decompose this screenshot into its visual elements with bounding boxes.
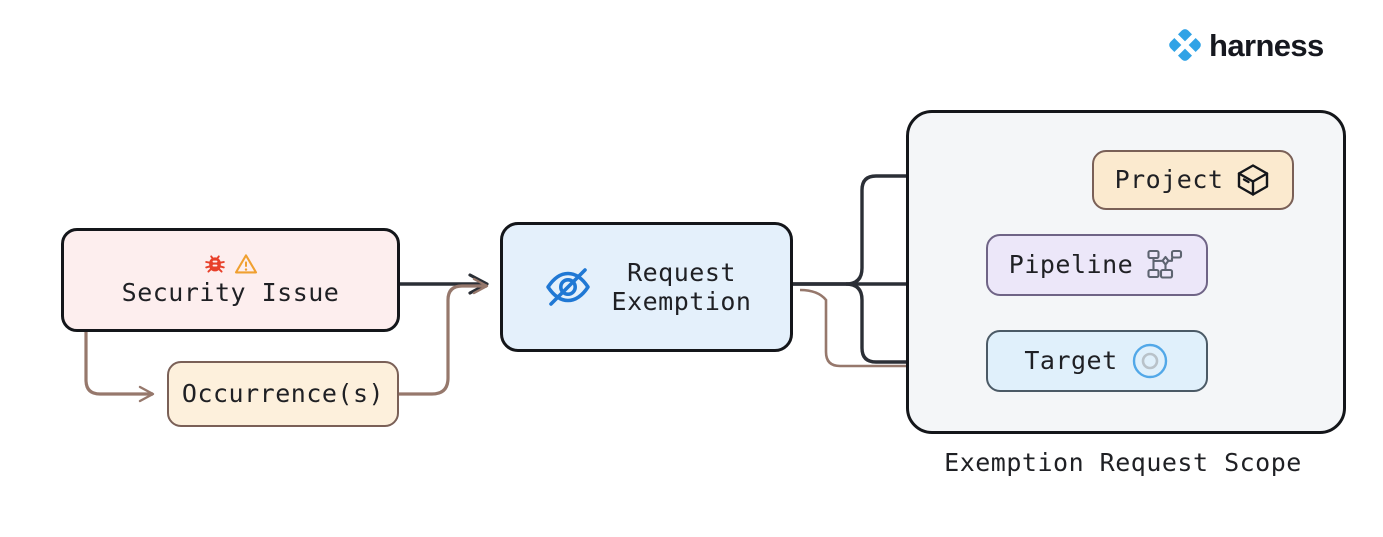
node-occurrences-label: Occurrence(s) <box>181 379 385 409</box>
edge-security-to-occurrences <box>84 332 155 403</box>
node-pipeline-label: Pipeline <box>1008 250 1134 280</box>
node-target-label: Target <box>1024 346 1118 376</box>
edge-occurrences-to-request <box>399 277 489 396</box>
node-target[interactable]: Target <box>986 330 1208 392</box>
cube-icon <box>1235 162 1271 198</box>
node-security-issue-label: Security Issue <box>121 278 340 308</box>
harness-diamond-logo-icon <box>1168 28 1202 62</box>
node-request-exemption-label: Request Exemption <box>612 258 752 317</box>
node-occurrences[interactable]: Occurrence(s) <box>167 361 399 427</box>
request-exemption-line-1: Request <box>627 257 736 287</box>
target-circle-icon <box>1130 341 1170 381</box>
node-security-issue[interactable]: Security Issue <box>61 228 400 332</box>
pipeline-nodes-icon <box>1145 248 1185 282</box>
warning-triangle-icon <box>234 252 258 276</box>
eye-off-icon <box>542 261 594 313</box>
node-request-exemption[interactable]: Request Exemption <box>500 222 793 352</box>
harness-logo: harness <box>1168 28 1324 62</box>
bug-icon <box>203 252 227 276</box>
request-exemption-line-2: Exemption <box>611 287 752 316</box>
node-project-label: Project <box>1114 165 1224 195</box>
node-pipeline[interactable]: Pipeline <box>986 234 1208 296</box>
harness-wordmark: harness <box>1209 27 1324 63</box>
exemption-request-scope-label: Exemption Request Scope <box>944 448 1302 477</box>
node-project[interactable]: Project <box>1092 150 1294 210</box>
security-issue-icons <box>203 252 258 276</box>
